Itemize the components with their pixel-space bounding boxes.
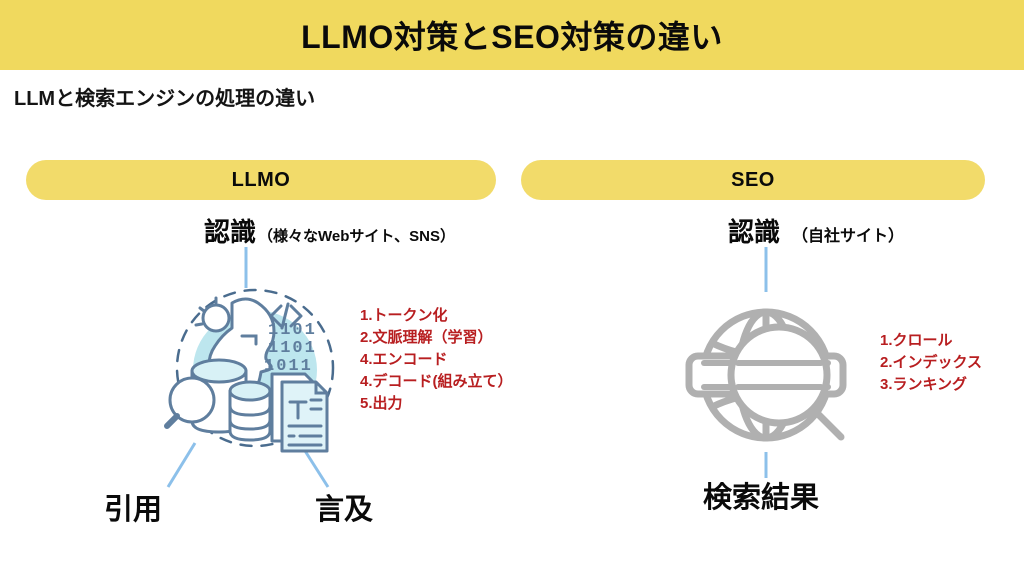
llm-magnifier-icon xyxy=(164,376,216,429)
seo-step-item: 1.クロール xyxy=(880,332,953,349)
svg-text:1101: 1101 xyxy=(268,321,317,340)
llmo-outcome-quote: 引用 xyxy=(104,494,163,526)
llmo-step-item: 4.デコード(組み立て） xyxy=(360,373,513,390)
seo-step-item: 2.インデックス xyxy=(880,354,983,371)
llmo-outcome-mention: 言及 xyxy=(315,494,374,526)
llmo-steps-list: 1.トークン化 2.文脈理解（学習） 4.エンコード 4.デコード(組み立て） … xyxy=(360,305,513,415)
seo-recognition-heading: 認識 （自社サイト） xyxy=(728,212,904,249)
llmo-recognition-sub: （様々なWebサイト、SNS） xyxy=(258,228,455,245)
seo-recognition-sub: （自社サイト） xyxy=(792,228,905,245)
llmo-step-item: 1.トークン化 xyxy=(360,307,448,324)
column-header-seo: SEO xyxy=(521,160,985,200)
llm-database-small xyxy=(228,380,272,442)
seo-magnifier-icon xyxy=(727,323,845,441)
page-title: LLMO対策とSEO対策の違い xyxy=(301,19,723,55)
section-subtitle: LLMと検索エンジンの処理の違い xyxy=(14,88,316,110)
llm-node-spokes xyxy=(194,296,218,327)
svg-text:1011: 1011 xyxy=(264,357,313,376)
llm-document-front xyxy=(280,380,329,453)
llmo-step-item: 5.出力 xyxy=(360,395,403,412)
seo-recognition-main: 認識 xyxy=(728,217,781,247)
seo-steps-list: 1.クロール 2.インデックス 3.ランキング xyxy=(880,330,982,396)
llm-dashed-circle xyxy=(175,288,335,448)
llm-node-circle xyxy=(201,303,231,333)
llm-brain-data-icon: 1101 1101 1011 xyxy=(160,278,350,463)
globe-search-icon xyxy=(676,288,856,463)
llmo-step-item: 4.エンコード xyxy=(360,351,448,368)
column-header-llmo: LLMO xyxy=(26,160,496,200)
header-banner: LLMO対策とSEO対策の違い xyxy=(0,0,1024,70)
llm-face-detail xyxy=(240,334,258,346)
llm-binary-digits: 1101 1101 1011 xyxy=(264,321,317,376)
seo-outcome-search-results: 検索結果 xyxy=(703,482,820,514)
seo-step-item: 3.ランキング xyxy=(880,376,968,393)
column-header-llmo-label: LLMO xyxy=(231,168,291,191)
magnifier-inner-lines xyxy=(735,360,824,390)
llmo-recognition-main: 認識 xyxy=(204,217,257,247)
column-header-seo-label: SEO xyxy=(731,168,775,191)
llmo-step-item: 2.文脈理解（学習） xyxy=(360,329,493,346)
llm-code-bracket-icon xyxy=(269,302,303,330)
llmo-recognition-heading: 認識 （様々なWebサイト、SNS） xyxy=(204,212,455,249)
svg-text:1101: 1101 xyxy=(268,339,317,358)
